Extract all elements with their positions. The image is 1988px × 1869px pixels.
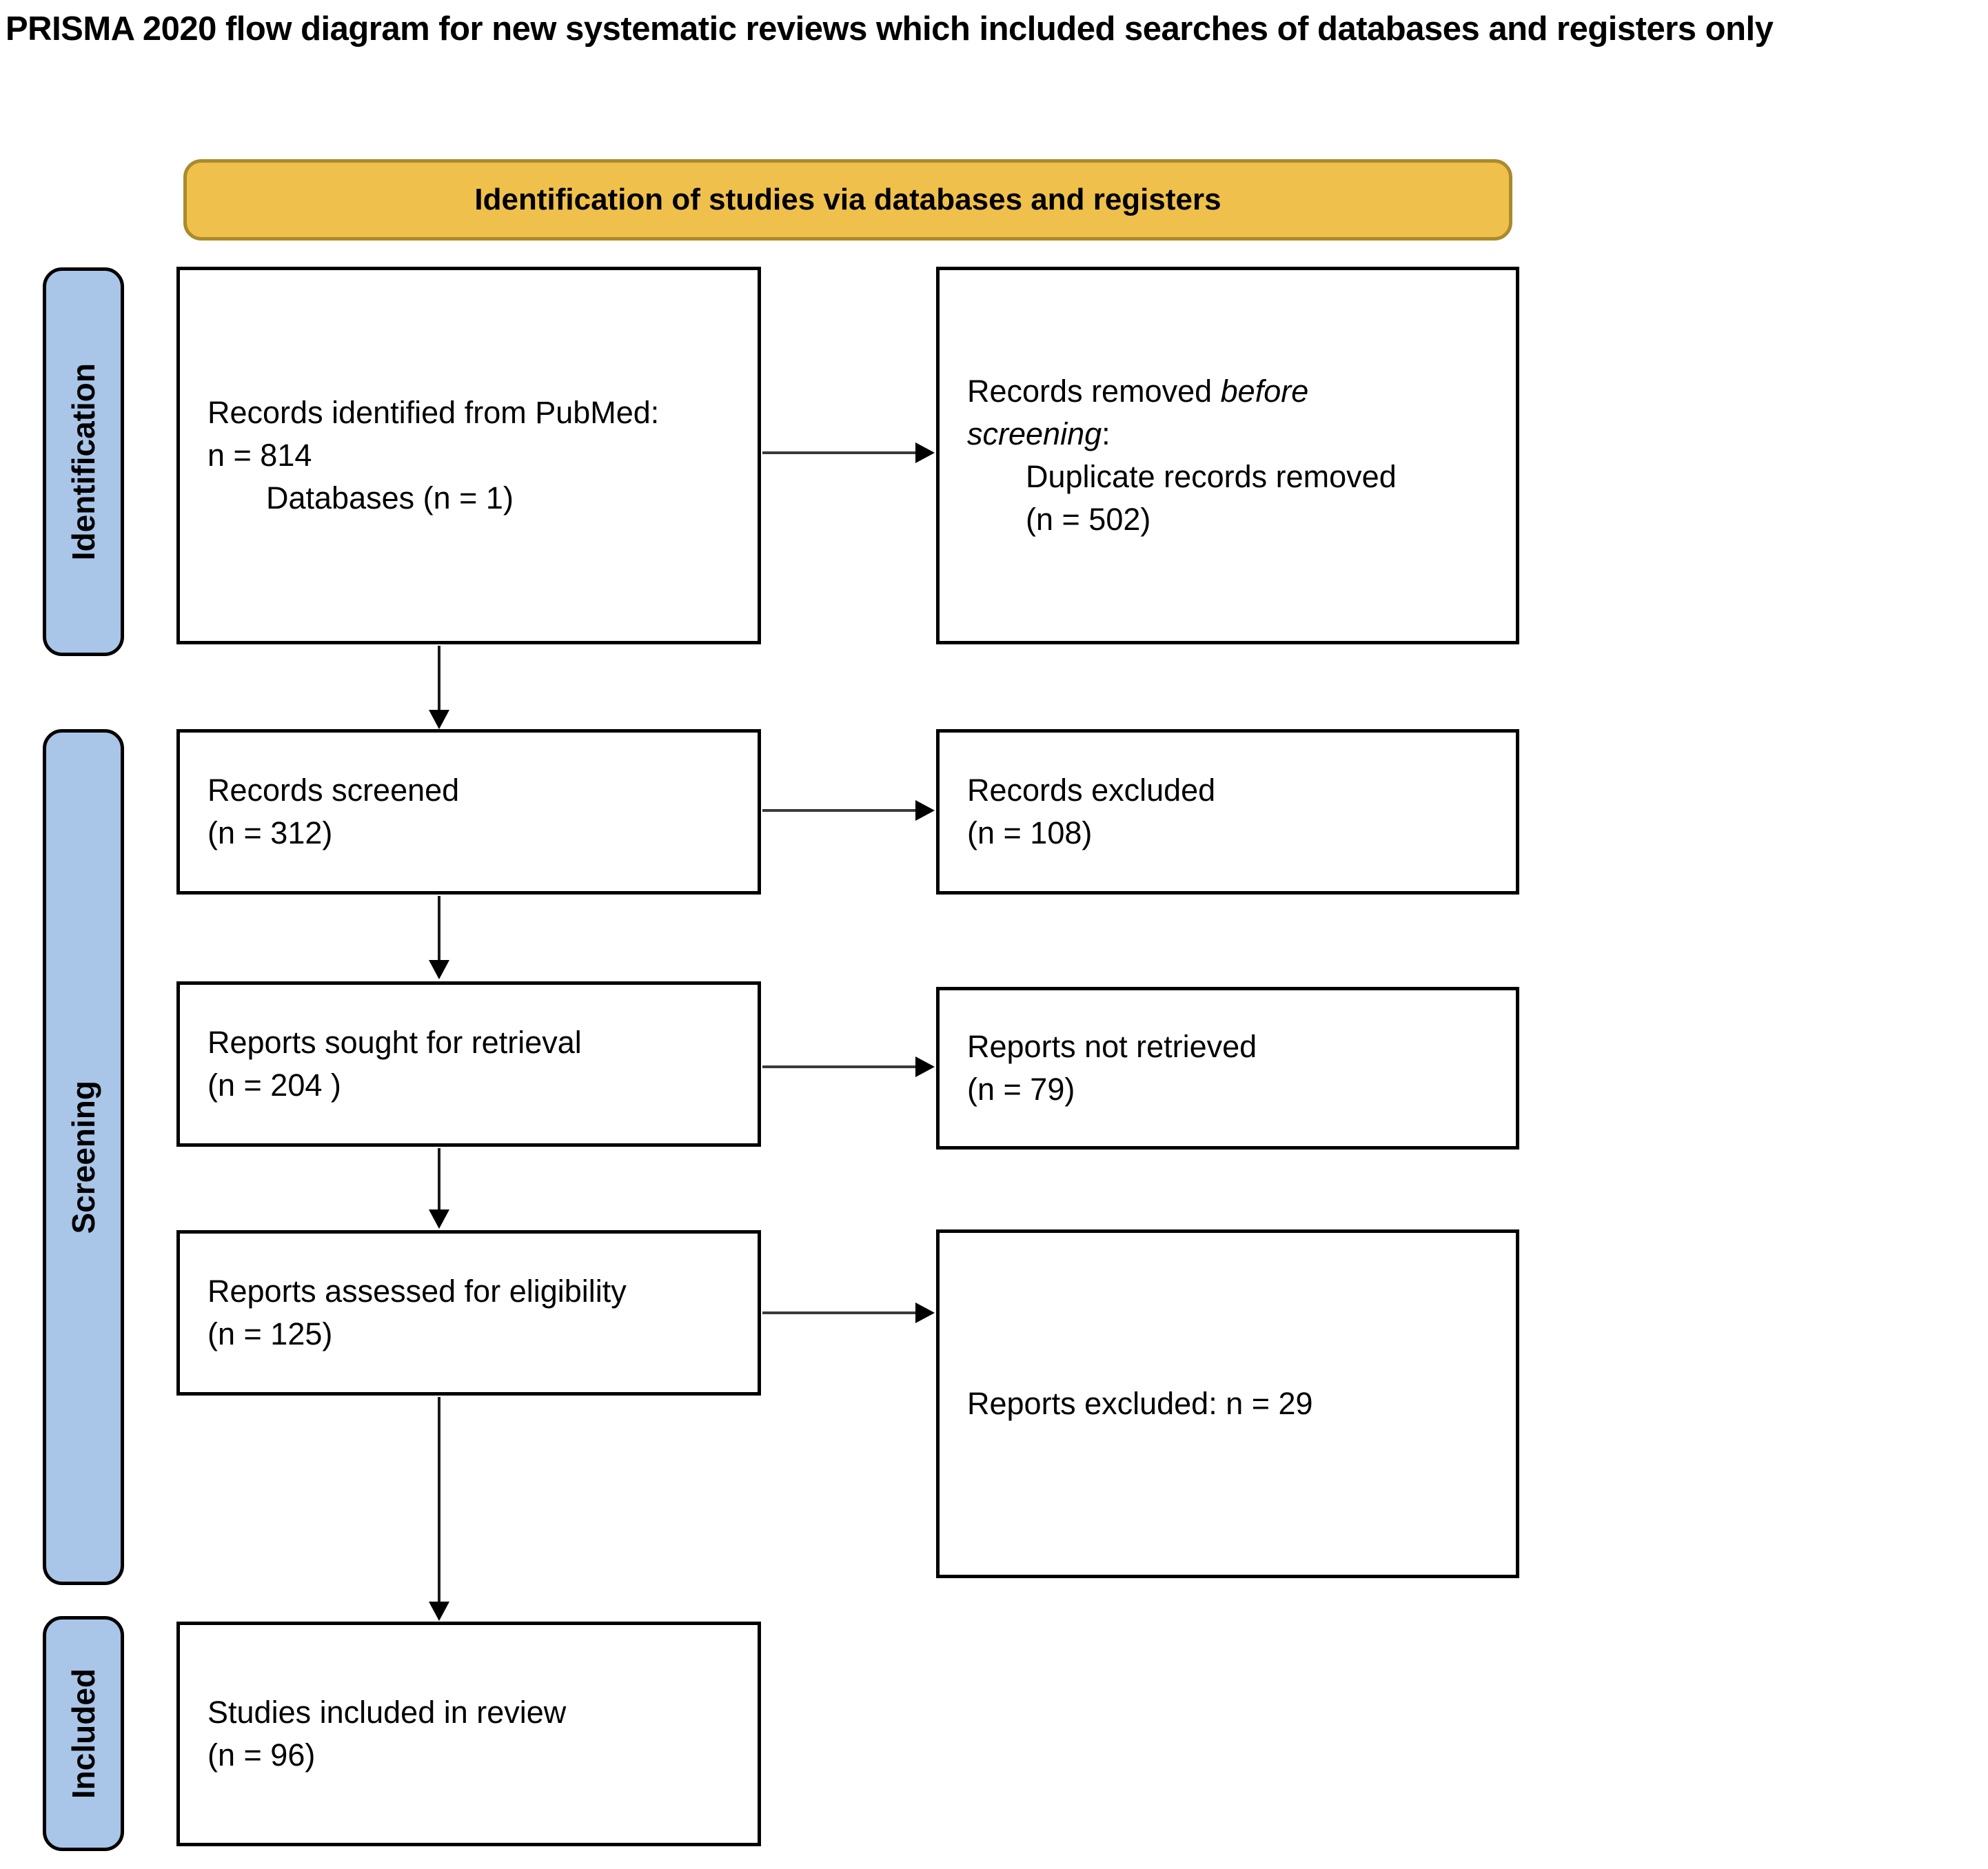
box-records-screened: Records screened (n = 312) (176, 729, 761, 895)
studies-included-line: Studies included in review (207, 1694, 567, 1730)
records-removed-line1-text: Records removed (967, 373, 1221, 409)
arrow-shaft (438, 646, 440, 712)
box-reports-excluded: Reports excluded: n = 29 (936, 1229, 1519, 1578)
records-removed-line2-italic: screening (967, 416, 1102, 451)
banner-identification-via-databases: Identification of studies via databases … (183, 159, 1512, 241)
arrow-head-icon (429, 1209, 449, 1229)
page-title: PRISMA 2020 flow diagram for new systema… (6, 10, 1774, 48)
arrow-head-icon (429, 1602, 449, 1621)
arrow-shaft (762, 1311, 918, 1314)
arrow-head-icon (915, 442, 935, 463)
reports-sought-n: (n = 204 ) (207, 1068, 341, 1103)
records-excluded-line: Records excluded (967, 772, 1216, 808)
arrow-head-icon (915, 1056, 935, 1077)
duplicate-records-removed: Duplicate records removed (1026, 459, 1397, 494)
reports-sought-line: Reports sought for retrieval (207, 1024, 582, 1060)
arrow-head-icon (915, 1303, 935, 1323)
reports-excluded-line: Reports excluded: n = 29 (967, 1385, 1313, 1421)
box-records-excluded: Records excluded (n = 108) (936, 729, 1519, 895)
arrow-shaft (438, 1397, 440, 1604)
arrow-shaft (438, 1148, 440, 1212)
records-excluded-n: (n = 108) (967, 815, 1093, 850)
arrow-head-icon (429, 960, 449, 979)
records-screened-n: (n = 312) (207, 815, 333, 850)
box-studies-included: Studies included in review (n = 96) (176, 1622, 761, 1846)
box-reports-sought: Reports sought for retrieval (n = 204 ) (176, 981, 761, 1147)
records-removed-line1: Records removed before (967, 370, 1497, 413)
records-identified-line: Records identified from PubMed: (207, 394, 660, 430)
duplicate-records-removed-n: (n = 502) (1026, 502, 1151, 538)
arrow-head-icon (915, 800, 935, 821)
arrow-shaft (762, 451, 918, 454)
stage-label-screening-text: Screening (65, 1080, 101, 1234)
records-removed-line2-text: : (1102, 416, 1110, 451)
records-removed-line2: screening: (967, 413, 1497, 456)
stage-label-identification: Identification (43, 267, 124, 656)
box-reports-assessed: Reports assessed for eligibility (n = 12… (176, 1230, 761, 1396)
reports-assessed-n: (n = 125) (207, 1316, 333, 1351)
stage-label-screening: Screening (43, 729, 124, 1585)
arrow-shaft (762, 809, 918, 812)
reports-not-retrieved-n: (n = 79) (967, 1072, 1075, 1107)
stage-label-identification-text: Identification (65, 362, 101, 561)
reports-not-retrieved-line: Reports not retrieved (967, 1028, 1257, 1064)
records-removed-line1-italic: before (1220, 373, 1309, 409)
arrow-shaft (762, 1065, 918, 1068)
arrow-head-icon (429, 710, 449, 729)
studies-included-n: (n = 96) (207, 1737, 316, 1773)
banner-label: Identification of studies via databases … (474, 183, 1221, 216)
box-reports-not-retrieved: Reports not retrieved (n = 79) (936, 987, 1519, 1150)
arrow-shaft (438, 896, 440, 962)
box-records-identified: Records identified from PubMed: n = 814 … (176, 267, 761, 644)
box-records-removed-before-screening: Records removed before screening: Duplic… (936, 267, 1519, 644)
records-identified-n: n = 814 (207, 437, 312, 473)
reports-assessed-line: Reports assessed for eligibility (207, 1273, 627, 1309)
stage-label-included-text: Included (65, 1668, 101, 1799)
records-screened-line: Records screened (207, 772, 460, 808)
stage-label-included: Included (43, 1616, 124, 1851)
records-identified-databases: Databases (n = 1) (266, 480, 514, 516)
